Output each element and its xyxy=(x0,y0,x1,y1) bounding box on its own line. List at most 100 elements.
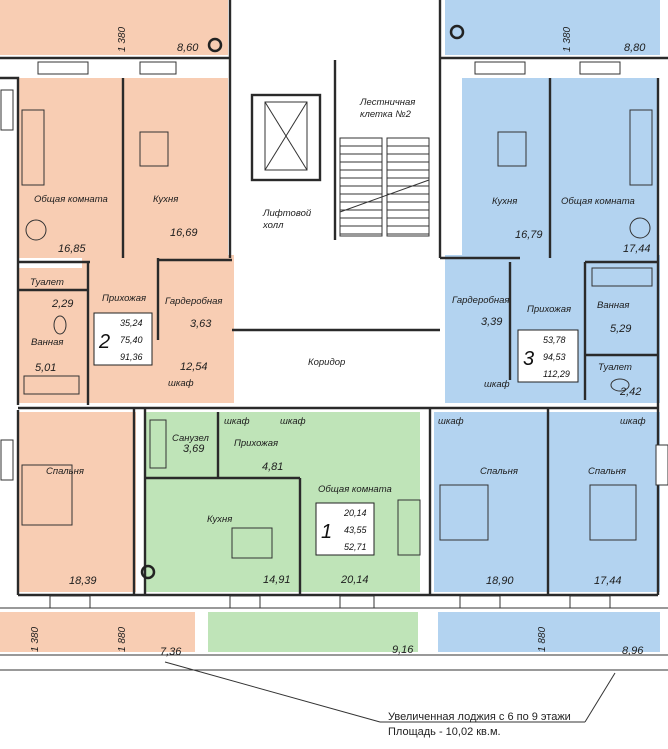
drain-icon xyxy=(449,24,465,40)
armchair-icon xyxy=(25,219,47,241)
balcony-area: 8,60 xyxy=(177,42,199,54)
staircase xyxy=(339,137,430,237)
bottom-left-balcony-fill xyxy=(0,612,195,652)
dining-table-icon xyxy=(497,131,527,167)
apt1-summary-box xyxy=(315,502,375,556)
bed-icon xyxy=(439,484,489,541)
apt2-area-total: 75,40 xyxy=(120,335,143,345)
top-left-balcony-fill xyxy=(0,0,228,55)
dining-table-icon xyxy=(231,527,273,559)
apt1-area-living: 20,14 xyxy=(343,508,367,518)
room-name: Прихожая xyxy=(102,293,146,304)
lift-cabin xyxy=(264,101,308,171)
toilet-icon xyxy=(610,378,630,392)
room-area: 17,44 xyxy=(623,243,651,255)
room-area: 5,01 xyxy=(35,362,56,374)
apt1-number: 1 xyxy=(321,521,332,543)
bed-icon xyxy=(21,464,73,526)
room-area: 12,54 xyxy=(180,361,208,373)
room-name: Кухня xyxy=(492,196,517,207)
sofa-icon xyxy=(21,109,45,186)
apt2-wet-fill xyxy=(18,268,88,403)
window xyxy=(339,595,375,609)
armchair-icon xyxy=(629,217,651,239)
window xyxy=(139,61,177,75)
drain-icon xyxy=(140,564,156,580)
corridor-label: Коридор xyxy=(308,357,345,368)
room-area: 17,44 xyxy=(594,575,622,587)
bathtub-icon xyxy=(149,419,167,469)
apt2-area-with-loggia: 91,36 xyxy=(120,352,143,362)
room-area: 5,29 xyxy=(610,323,631,335)
apt3-area-with-loggia: 112,29 xyxy=(543,369,570,379)
apt1-main-fill xyxy=(145,412,420,592)
apartment-3-fill xyxy=(434,0,660,652)
room-name: Прихожая xyxy=(527,304,571,315)
room-area: 14,91 xyxy=(263,574,291,586)
room-name: Прихожая xyxy=(234,438,278,449)
room-area: 2,42 xyxy=(619,386,641,398)
room-area: 4,81 xyxy=(262,461,283,473)
balcony-dimension: 1 380 xyxy=(562,27,573,52)
bathtub-icon xyxy=(591,267,653,287)
window xyxy=(655,444,668,486)
window xyxy=(49,595,91,609)
balcony-dimension: 1 380 xyxy=(30,627,41,652)
balcony-dimension: 1 880 xyxy=(117,627,128,652)
balcony-area: 8,96 xyxy=(622,645,644,657)
window xyxy=(459,595,501,609)
walls xyxy=(0,0,668,671)
room-name: Спальня xyxy=(588,466,626,477)
window xyxy=(579,61,621,75)
window xyxy=(37,61,89,75)
balcony-dimension: 1 880 xyxy=(537,627,548,652)
lift-shaft xyxy=(264,101,308,171)
apt1-area-total: 43,55 xyxy=(344,525,368,535)
room-name: Общая комната xyxy=(561,196,635,207)
room-area: 16,79 xyxy=(515,229,543,241)
note-leader-right xyxy=(584,672,616,723)
room-name: Спальня xyxy=(46,466,84,477)
room-name: Кухня xyxy=(207,514,232,525)
room-name: Спальня xyxy=(480,466,518,477)
closet-label: шкаф xyxy=(168,378,194,389)
stair-steps xyxy=(340,145,429,235)
stair-cut-line xyxy=(339,179,430,213)
stair-flight-right xyxy=(386,137,430,237)
loggia-note-line2: Площадь - 10,02 кв.м. xyxy=(388,726,501,738)
bed-icon xyxy=(589,484,637,541)
closet-label: шкаф xyxy=(620,416,646,427)
stair-flight-left xyxy=(339,137,383,237)
apartment-1-fill xyxy=(145,412,420,652)
apt2-bedroom-fill xyxy=(18,412,136,592)
sofa-icon xyxy=(397,499,421,556)
room-area: 3,39 xyxy=(481,316,502,328)
window xyxy=(0,439,14,481)
window xyxy=(474,61,526,75)
top-right-balcony-fill xyxy=(445,0,660,55)
apt3-summary-box xyxy=(517,329,579,383)
closet-label: шкаф xyxy=(484,379,510,390)
room-area: 3,69 xyxy=(183,443,204,455)
room-name: Туалет xyxy=(598,362,632,373)
room-name: Гардеробная xyxy=(452,295,509,306)
room-name: Санузел xyxy=(172,433,210,444)
apt2-summary: 2 35,24 75,40 91,36 xyxy=(93,312,153,366)
note-leader-left xyxy=(164,661,381,723)
room-name: Туалет xyxy=(30,277,64,288)
room-area: 16,85 xyxy=(58,243,86,255)
balcony-dimension: 1 380 xyxy=(117,27,128,52)
closet-label: шкаф xyxy=(438,416,464,427)
balcony-area: 8,80 xyxy=(624,42,646,54)
room-area: 16,69 xyxy=(170,227,198,239)
apt3-number: 3 xyxy=(523,348,534,370)
lift-cross-b xyxy=(264,101,308,171)
room-area: 20,14 xyxy=(340,574,369,586)
window xyxy=(0,89,14,131)
apt3-upper-fill xyxy=(462,78,657,258)
furniture xyxy=(21,24,653,580)
sofa-icon xyxy=(629,109,653,186)
closet-label: шкаф xyxy=(224,416,250,427)
